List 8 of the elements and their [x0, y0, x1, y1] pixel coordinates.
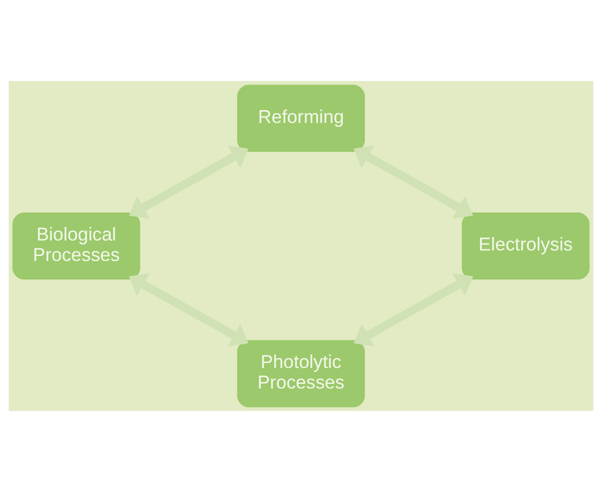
node-box: Reforming [237, 84, 365, 152]
arrow [128, 144, 248, 218]
node-box: Biological Processes [12, 212, 140, 280]
node-box: Photolytic Processes [237, 340, 365, 407]
arrow [354, 272, 474, 346]
node-box: Electrolysis [462, 212, 590, 280]
arrow [128, 272, 248, 346]
arrow [354, 144, 474, 218]
